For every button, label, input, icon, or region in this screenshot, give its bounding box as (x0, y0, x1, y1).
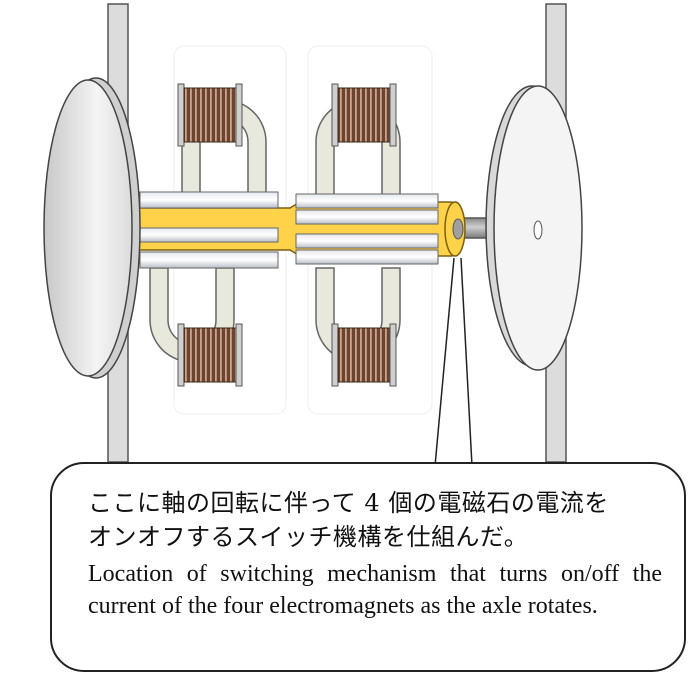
right-wheel (485, 85, 583, 371)
coil-bottom-right (331, 323, 397, 387)
callout-leader (434, 257, 455, 467)
rotor-bar (139, 191, 279, 209)
rotor-bar (139, 227, 279, 243)
rotor-bar (295, 209, 439, 225)
coil-bottom-left (177, 323, 243, 387)
left-wheel (43, 77, 141, 379)
callout-box: ここに軸の回転に伴って 4 個の電磁石の電流をオンオフするスイッチ機構を仕組んだ… (50, 462, 686, 672)
coil-top-right (331, 83, 397, 147)
callout-japanese-text: ここに軸の回転に伴って 4 個の電磁石の電流をオンオフするスイッチ機構を仕組んだ… (88, 486, 662, 554)
rotor-bar (295, 233, 439, 249)
callout-english-text: Location of switching mechanism that tur… (88, 561, 662, 619)
callout-jp-line-2: オンオフするスイッチ機構を仕組んだ。 (88, 523, 529, 551)
sleeve-end-inner (452, 218, 464, 240)
rotor-bar (295, 193, 439, 209)
rotor-bar (139, 251, 279, 269)
callout-leader (460, 257, 473, 467)
right-wheel-hub (533, 220, 543, 240)
callout-jp-line-1: ここに軸の回転に伴って 4 個の電磁石の電流を (88, 489, 609, 517)
coil-top-left (177, 83, 243, 147)
rotor-bar (295, 249, 439, 265)
